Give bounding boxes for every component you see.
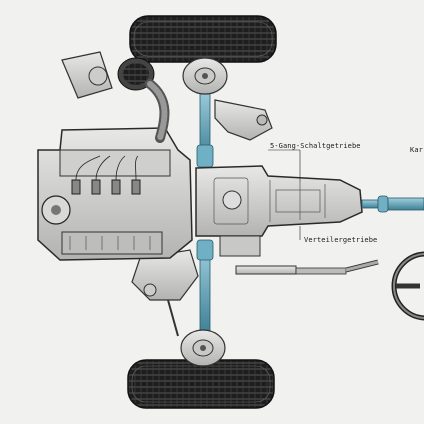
tire-rear-icon xyxy=(127,359,275,409)
gearbox-label: 5-Gang-Schaltgetriebe xyxy=(270,142,361,150)
tire-front-icon xyxy=(129,15,277,63)
upper-suspension-arm xyxy=(214,99,273,141)
propeller-shaft xyxy=(361,195,424,213)
steering-linkage xyxy=(235,259,379,275)
steering-wheel-icon xyxy=(391,251,424,321)
rear-hub xyxy=(180,329,226,367)
front-hub xyxy=(182,57,228,95)
engine-block-icon xyxy=(37,127,193,261)
axle-shaft xyxy=(196,87,214,335)
air-filter-icon xyxy=(61,51,170,143)
lower-suspension-arm xyxy=(131,249,199,337)
gearbox xyxy=(195,165,363,257)
transfer-case-label: Verteilergetriebe xyxy=(304,236,378,244)
cardan-shaft-label: Kar xyxy=(410,146,423,154)
leader-lines xyxy=(268,149,301,240)
